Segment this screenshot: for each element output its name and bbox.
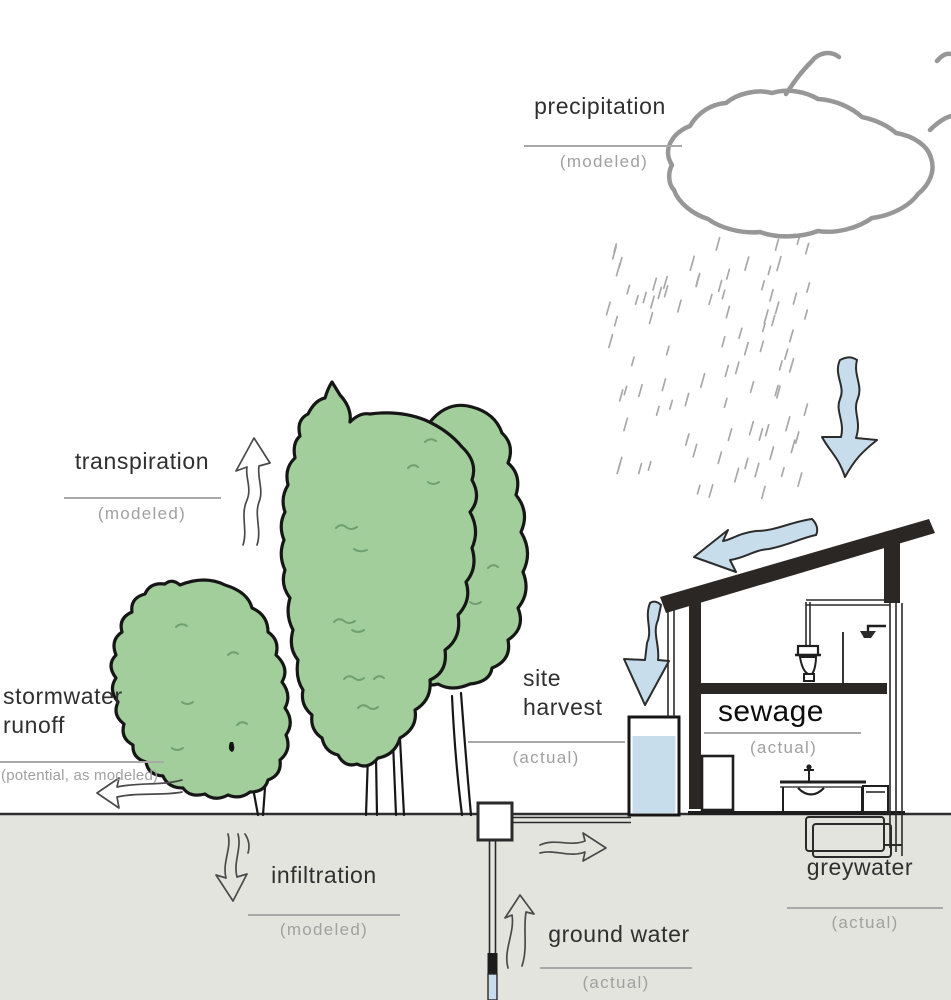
arrow-into-tank (623, 600, 670, 706)
label-sewage: sewage (718, 695, 824, 728)
roof (660, 519, 935, 613)
arrow-infiltration-down (215, 833, 248, 902)
label-ground-water: ground water (548, 921, 690, 947)
tree-canopy-middle (279, 380, 479, 768)
label-stormwater-runoff: stormwater runoff (3, 682, 213, 740)
label-qualifier-precipitation: (modeled) (559, 152, 649, 171)
label-rule (0, 761, 164, 763)
label-qualifier-infiltration: (modeled) (279, 920, 369, 939)
greywater-coil (805, 816, 902, 858)
label-precipitation: precipitation (534, 93, 666, 119)
label-rule (704, 732, 861, 734)
tree-knot (228, 742, 235, 752)
upper-floor (701, 683, 887, 694)
shower-icon (842, 624, 886, 683)
label-rule (468, 741, 625, 743)
toilet-icon (795, 644, 821, 682)
label-qualifier-stormwater: (potential, as modeled) (1, 767, 159, 784)
label-line: harvest (523, 693, 603, 720)
well (476, 801, 631, 1000)
appliance-box (700, 754, 735, 812)
tree-foliage-squiggles (171, 438, 499, 751)
water-flow-arrows (623, 356, 878, 706)
label-line: runoff (3, 711, 65, 738)
rain-tank (627, 715, 681, 817)
pipes (805, 599, 903, 856)
label-qualifier-site-harvest: (actual) (512, 748, 580, 767)
label-line: site (523, 665, 562, 691)
arrow-infiltration-tick (244, 833, 250, 854)
label-rule (248, 914, 400, 916)
label-qualifier-ground-water: (actual) (582, 973, 650, 992)
sink-icon (780, 764, 866, 812)
arrow-underground-right (539, 832, 607, 862)
label-rule (787, 907, 943, 909)
left-wall (689, 592, 701, 809)
right-post (884, 541, 900, 603)
tree-trunks (251, 691, 473, 817)
label-qualifier-greywater: (actual) (831, 913, 899, 932)
ground (0, 811, 951, 1000)
label-greywater: greywater (806, 854, 914, 880)
arrow-runoff-left (96, 777, 183, 809)
label-rule (524, 145, 682, 147)
cabinet (862, 785, 889, 813)
arrow-roof-runoff (693, 518, 819, 573)
label-transpiration: transpiration (74, 448, 210, 474)
rain-icon (605, 230, 811, 500)
arrow-precipitation-down (821, 356, 878, 478)
arrow-groundwater-up (504, 894, 535, 969)
arrow-transpiration-up (235, 437, 271, 546)
label-rule (540, 967, 692, 969)
trees (109, 380, 530, 817)
label-line: stormwater (3, 683, 123, 709)
label-infiltration: infiltration (271, 862, 377, 888)
label-site-harvest: site harvest (523, 664, 653, 722)
label-rule (64, 497, 221, 499)
label-qualifier-transpiration: (modeled) (97, 504, 187, 523)
tree-canopy-left (109, 578, 292, 800)
house-cross-section (627, 519, 935, 856)
cloud-icon (665, 50, 951, 239)
sketch-arrows (96, 437, 607, 969)
label-qualifier-sewage: (actual) (749, 738, 818, 757)
